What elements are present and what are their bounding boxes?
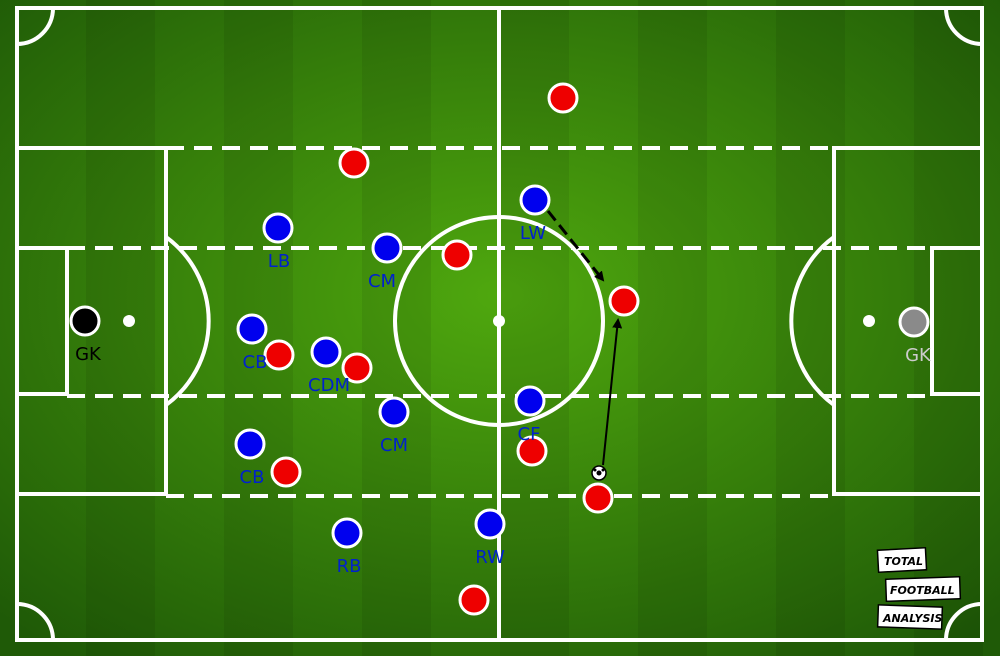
away-player-marker: [582, 482, 614, 514]
away-player-marker: [341, 352, 373, 384]
away-player-label: GK: [905, 345, 932, 366]
home-player-label: CF: [518, 424, 541, 445]
home-player-marker: [236, 313, 268, 345]
away-player-opponent-1: [547, 82, 579, 114]
home-player-label: CM: [380, 435, 408, 456]
home-player-cdm: CDM: [308, 336, 350, 396]
corner-arc-top-left: [16, 7, 55, 46]
home-player-rw: RW: [474, 508, 506, 568]
left-penalty-spot: [123, 315, 135, 327]
home-player-gk: GK: [69, 305, 102, 365]
corner-arc-top-right: [944, 7, 983, 46]
home-player-label: CB: [243, 352, 268, 373]
home-player-marker: [331, 517, 363, 549]
home-player-label: LB: [268, 251, 290, 272]
home-player-marker: [262, 212, 294, 244]
away-player-gk: GK: [898, 306, 932, 366]
home-team: GK LB CB CB RB CDM CM CM LW RW CF: [69, 184, 551, 577]
away-player-opponent-4: [263, 339, 295, 371]
away-player-marker: [608, 285, 640, 317]
home-player-label: GK: [75, 344, 102, 365]
home-player-cb-bottom: CB: [234, 428, 266, 488]
away-player-marker: [338, 147, 370, 179]
pitch-spots: [123, 315, 875, 327]
left-six-yard-box: [15, 246, 69, 396]
lw-run-arrow: [546, 210, 605, 282]
centre-circle: [393, 215, 605, 427]
home-player-label: LW: [520, 223, 546, 244]
pass-arrow: [602, 318, 623, 466]
total-football-analysis-logo: TOTAL FOOTBALL ANALYSIS: [876, 546, 962, 630]
logo-line-3: ANALYSIS: [882, 612, 943, 625]
corner-arc-bottom-right: [944, 602, 983, 641]
grass-stripe: [638, 0, 707, 656]
home-player-marker: [371, 232, 403, 264]
home-player-marker: [310, 336, 342, 368]
home-player-label: CB: [240, 467, 265, 488]
home-player-lb: LB: [262, 212, 294, 272]
home-player-label: RW: [475, 547, 505, 568]
away-player-marker: [263, 339, 295, 371]
home-player-cm-top: CM: [368, 232, 403, 292]
away-player-opponent-9: [608, 285, 640, 317]
away-team: GK: [263, 82, 932, 616]
right-penalty-spot: [863, 315, 875, 327]
right-penalty-arc: [789, 235, 836, 407]
grass-stripes: [86, 0, 983, 656]
logo-line-2: FOOTBALL: [890, 584, 955, 597]
home-player-label: CDM: [308, 375, 350, 396]
left-penalty-arc: [164, 235, 211, 407]
away-player-opponent-5: [341, 352, 373, 384]
football-icon: [591, 465, 607, 481]
away-player-opponent-6: [270, 456, 302, 488]
away-player-opponent-10: [582, 482, 614, 514]
logo-line-1: TOTAL: [884, 555, 923, 568]
home-player-cm-bottom: CM: [378, 396, 410, 456]
home-player-marker: [378, 396, 410, 428]
home-player-label: CM: [368, 271, 396, 292]
home-player-marker: [514, 385, 546, 417]
away-player-marker: [898, 306, 930, 338]
away-player-marker: [458, 584, 490, 616]
home-player-label: RB: [337, 556, 362, 577]
home-player-marker: [474, 508, 506, 540]
home-player-marker: [234, 428, 266, 460]
away-player-marker: [547, 82, 579, 114]
away-player-marker: [516, 435, 548, 467]
home-player-cb-top: CB: [236, 313, 268, 373]
home-player-marker: [519, 184, 551, 216]
away-player-marker: [270, 456, 302, 488]
away-player-marker: [441, 239, 473, 271]
right-six-yard-box: [930, 246, 984, 396]
home-player-marker: [69, 305, 101, 337]
away-player-opponent-7: [516, 435, 548, 467]
home-player-lw: LW: [519, 184, 551, 244]
away-player-opponent-8: [458, 584, 490, 616]
corner-arc-bottom-left: [16, 602, 55, 641]
centre-spot: [493, 315, 505, 327]
away-player-opponent-2: [338, 147, 370, 179]
away-player-opponent-3: [441, 239, 473, 271]
annotations: [546, 210, 623, 466]
home-player-cf: CF: [514, 385, 546, 445]
home-player-rb: RB: [331, 517, 363, 577]
